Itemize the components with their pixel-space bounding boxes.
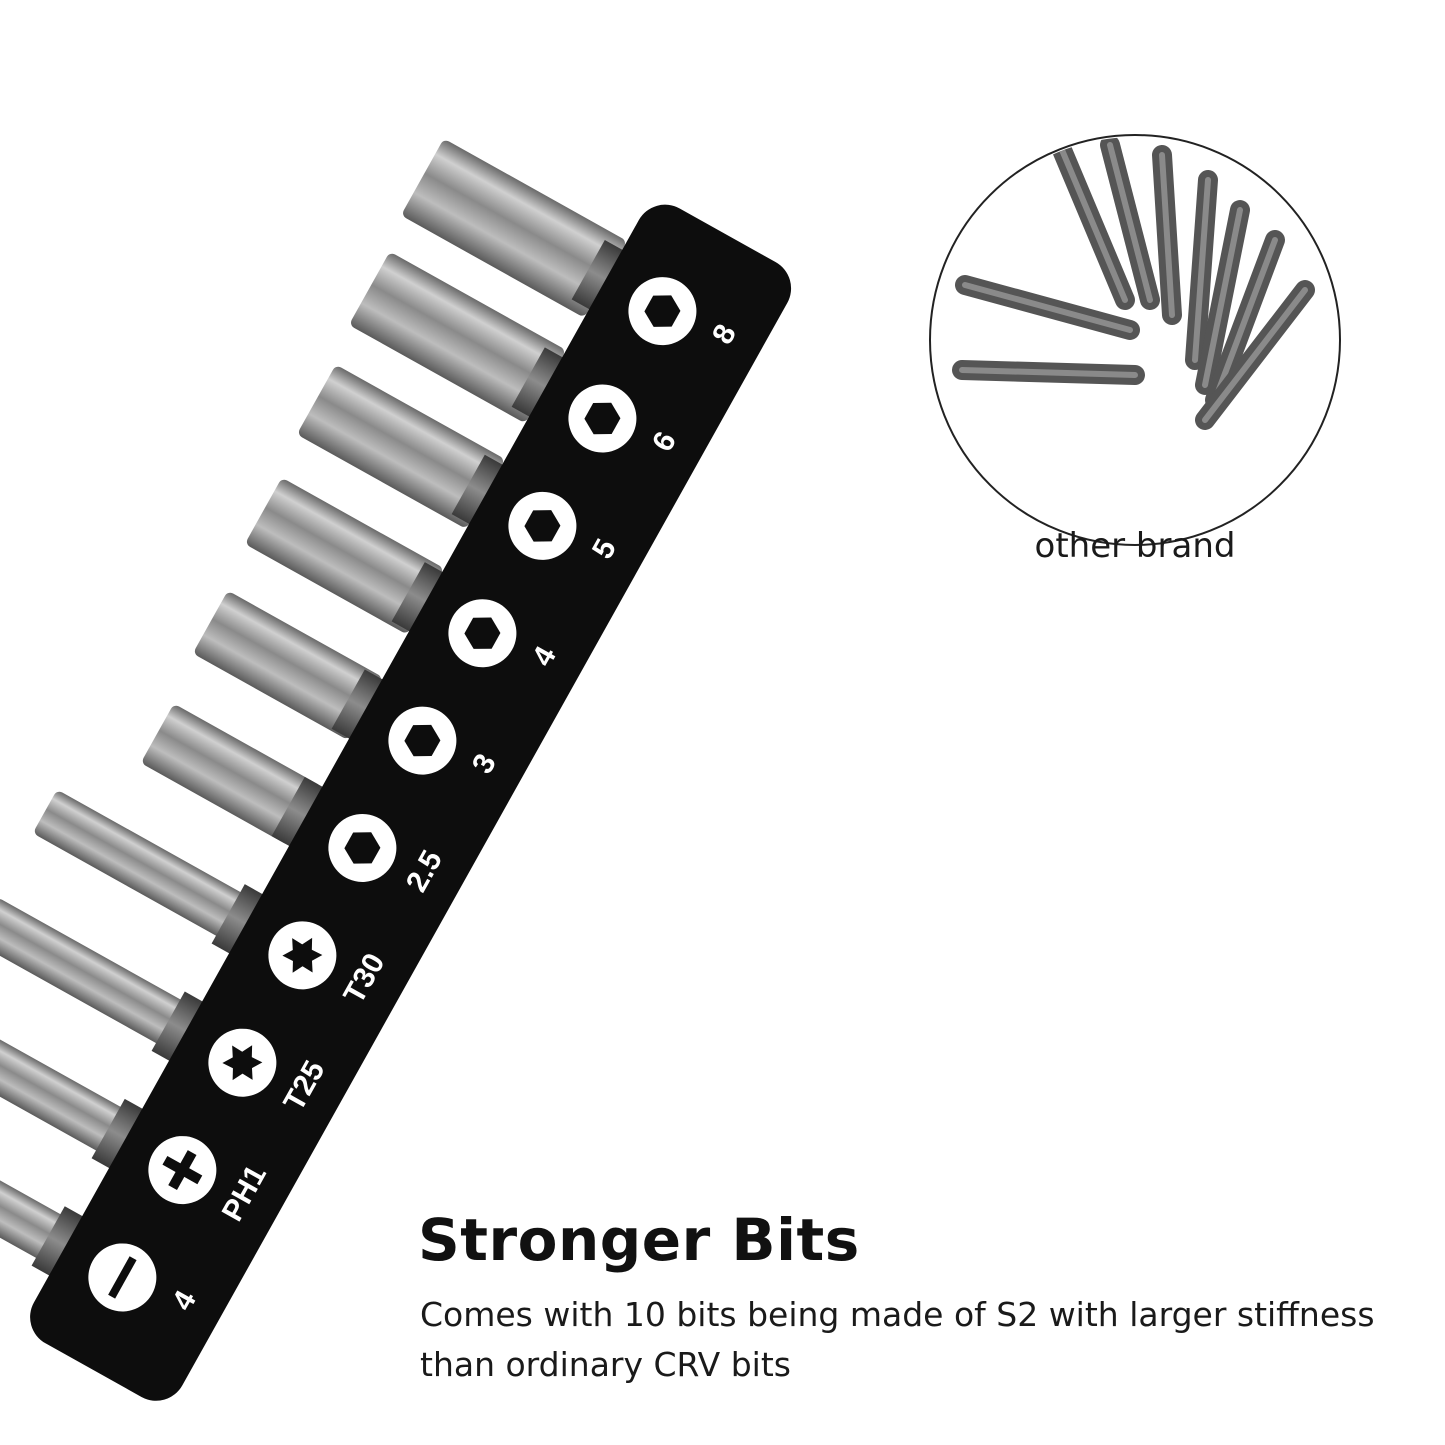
hexagon-icon [344,832,381,864]
bit-shaft [298,366,504,527]
slot-hex[interactable]: 8 [616,265,750,381]
bit-shaft [403,140,625,316]
cross-icon [162,1150,203,1190]
bit-shaft [351,253,565,422]
hexagon-icon [404,724,441,757]
slot-slotted[interactable]: 4 [76,1231,210,1347]
star-icon [282,937,323,973]
slot-hex[interactable]: 5 [496,480,630,596]
bit-shaft [142,705,321,844]
bit-holder-strip [30,204,792,1401]
bit-shaft [0,899,196,1051]
bit-shaft [246,479,443,633]
slot-hex[interactable]: 3 [376,694,510,810]
bit-shaft [0,1006,136,1159]
hexagon-icon [524,510,561,542]
bit-shaft [0,1113,76,1266]
hexagon-icon [584,402,621,435]
bit-shaft [194,592,382,739]
hexagon-icon [464,617,501,649]
comparison-caption: other brand [1034,526,1236,566]
star-icon [222,1045,263,1081]
other-brand-bits [952,137,1315,430]
slot-icon [108,1256,137,1299]
description: Comes with 10 bits being made of S2 with… [420,1295,1375,1384]
hexagon-icon [644,295,681,327]
headline: Stronger Bits [418,1206,860,1274]
bit-shaft [34,791,256,944]
